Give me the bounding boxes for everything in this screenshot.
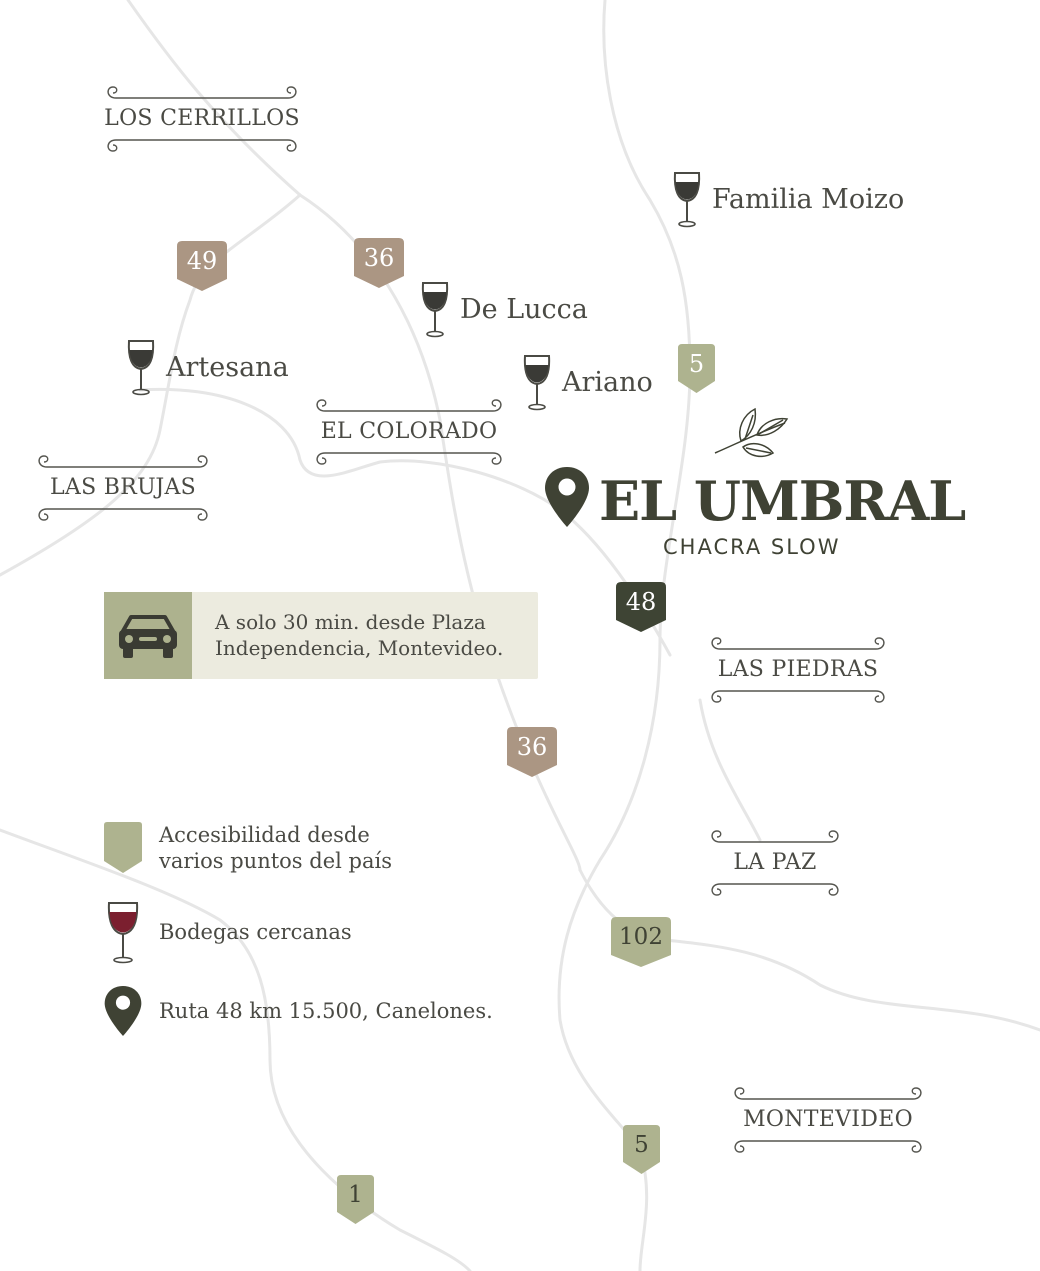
place-label: EL COLORADO	[320, 419, 498, 444]
route-number: 5	[634, 1132, 649, 1158]
route-shield-icon	[623, 1125, 660, 1174]
winery-name: Familia Moizo	[712, 183, 905, 215]
map-pin-icon	[104, 986, 142, 1036]
route-shield-icon	[611, 917, 671, 967]
winery-ariano: Ariano	[522, 353, 653, 411]
brand-name: EL UMBRAL	[599, 469, 966, 533]
wine-glass-icon	[107, 902, 139, 964]
place-montevideo: MONTEVIDEO	[731, 1085, 925, 1155]
route-shield-5-south: 5	[623, 1125, 660, 1174]
ornament-rule-icon	[711, 883, 839, 896]
route-shield-icon	[104, 822, 142, 873]
route-shield-36-north: 36	[354, 238, 404, 288]
info-line: Independencia, Montevideo.	[215, 636, 504, 660]
map-pin-icon	[545, 467, 589, 527]
info-line: A solo 30 min. desde Plaza	[215, 610, 486, 634]
route-number: 48	[625, 588, 657, 616]
place-las-piedras: LAS PIEDRAS	[708, 635, 888, 705]
winery-name: Ariano	[562, 366, 653, 398]
route-shield-48: 48	[616, 582, 666, 632]
legend-text: Accesibilidad desde	[159, 823, 370, 847]
road	[138, 387, 672, 657]
road	[126, 0, 302, 197]
ornament-rule-icon	[107, 86, 297, 99]
wine-glass-icon	[421, 282, 449, 338]
legend-text: Bodegas cercanas	[159, 920, 352, 944]
winery-familia-moizo: Familia Moizo	[672, 170, 904, 228]
place-la-paz: LA PAZ	[708, 828, 842, 898]
route-shield-icon	[177, 241, 227, 291]
place-label: LAS PIEDRAS	[717, 657, 879, 682]
route-shield-icon	[354, 238, 404, 288]
route-shield-1: 1	[337, 1175, 374, 1224]
legend-address: Ruta 48 km 15.500, Canelones.	[104, 986, 493, 1036]
road	[557, 0, 692, 1271]
route-number: 49	[186, 247, 218, 275]
legend-wineries: Bodegas cercanas	[104, 900, 352, 964]
wine-glass-icon	[673, 172, 701, 228]
route-shield-5-north: 5	[678, 344, 715, 393]
ornament-rule-icon	[734, 1140, 922, 1153]
wine-glass-icon	[127, 340, 155, 396]
winery-de-lucca: De Lucca	[420, 280, 588, 338]
winery-name: Artesana	[166, 351, 289, 383]
winery-name: De Lucca	[460, 293, 588, 325]
route-shield-49: 49	[177, 241, 227, 291]
ornament-rule-icon	[711, 690, 885, 703]
ornament-rule-icon	[107, 139, 297, 152]
car-icon-box	[104, 592, 192, 679]
ornament-rule-icon	[38, 455, 208, 468]
place-label: MONTEVIDEO	[743, 1107, 913, 1132]
route-shield-icon	[337, 1175, 374, 1224]
ornament-rule-icon	[734, 1087, 922, 1100]
road	[698, 698, 762, 842]
ornament-rule-icon	[316, 399, 502, 412]
ornament-rule-icon	[711, 830, 839, 843]
route-shield-icon	[678, 344, 715, 393]
route-shield-36-south: 36	[507, 727, 557, 777]
winery-artesana: Artesana	[126, 338, 289, 396]
route-number: 36	[363, 244, 395, 272]
route-number: 5	[688, 350, 705, 378]
route-shield-icon	[616, 582, 666, 632]
ornament-rule-icon	[711, 637, 885, 650]
legend-accessibility: Accesibilidad desde varios puntos del pa…	[104, 822, 392, 874]
wine-glass-icon	[523, 355, 551, 411]
place-los-cerrillos: LOS CERRILLOS	[104, 84, 300, 154]
route-number: 102	[619, 924, 663, 950]
place-el-colorado: EL COLORADO	[313, 397, 505, 467]
car-icon	[119, 615, 177, 658]
route-shield-102: 102	[611, 917, 671, 967]
road	[0, 193, 302, 577]
brand-tagline: CHACRA SLOW	[663, 535, 841, 559]
route-number: 36	[516, 733, 548, 761]
place-label: LOS CERRILLOS	[104, 106, 300, 131]
brand-logo: EL UMBRAL CHACRA SLOW	[545, 405, 966, 565]
leaf-branch-icon	[714, 407, 789, 458]
road	[0, 828, 472, 1271]
travel-time-text: A solo 30 min. desde Plaza Independencia…	[215, 609, 503, 661]
place-las-brujas: LAS BRUJAS	[35, 453, 211, 523]
ornament-rule-icon	[38, 508, 208, 521]
travel-time-info: A solo 30 min. desde Plaza Independencia…	[104, 592, 538, 679]
legend-text-block: Accesibilidad desde varios puntos del pa…	[159, 822, 392, 874]
place-label: LAS BRUJAS	[49, 475, 197, 500]
route-number: 1	[348, 1182, 363, 1208]
ornament-rule-icon	[316, 452, 502, 465]
place-label: LA PAZ	[733, 850, 817, 875]
legend-text: Ruta 48 km 15.500, Canelones.	[159, 999, 493, 1023]
route-shield-icon	[507, 727, 557, 777]
legend-text: varios puntos del país	[159, 849, 392, 873]
